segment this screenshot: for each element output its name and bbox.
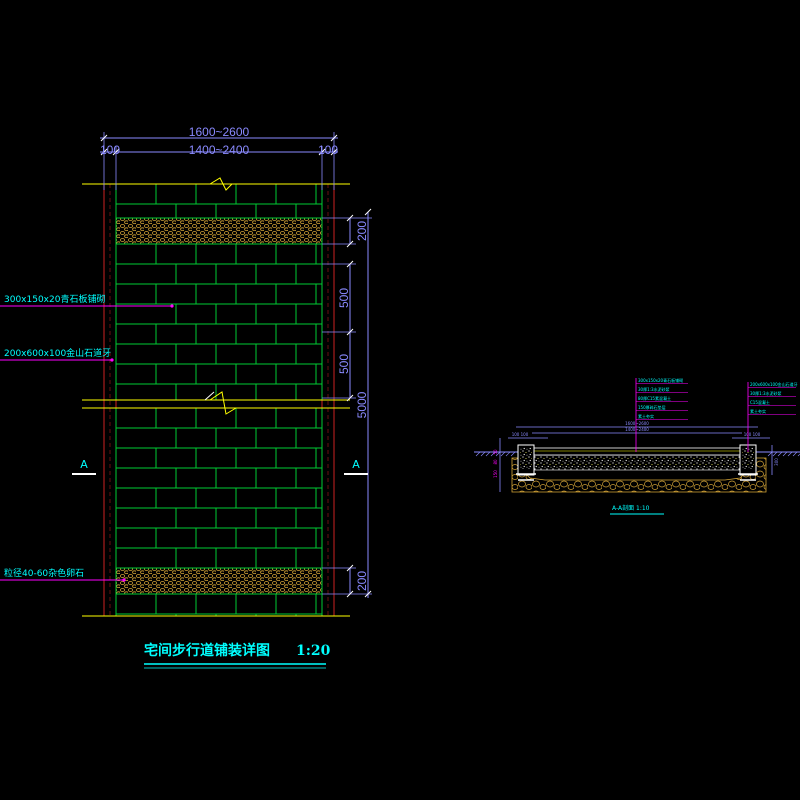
dim-band-bottom: 200: [355, 571, 369, 591]
label-curb: 200x600x100金山石道牙: [4, 347, 111, 359]
layer-label: 150厚碎石垫层: [638, 404, 666, 410]
dim-right-curb: 100: [318, 143, 338, 157]
plan-title: 宅间步行道铺装详图: [144, 642, 270, 659]
dim-brick-1: 500: [337, 288, 351, 308]
section-dim-inner: 1400~2400: [625, 427, 649, 432]
brick-field-bottom: [115, 593, 323, 617]
dim-band-top: 200: [355, 221, 369, 241]
section-left-dim: 80: [493, 459, 498, 465]
paving-plan: 1600~2600 100 1400~2400 100 200 500 500 …: [0, 125, 372, 669]
plan-scale: 1:20: [296, 643, 331, 659]
layer-label: 素土夯实: [750, 408, 766, 414]
label-cobble: 粒径40-60杂色卵石: [4, 567, 84, 579]
dim-overall: 1600~2600: [189, 125, 250, 139]
layer-label: 300x150x20青石板铺砌: [638, 377, 683, 383]
layer-label: 素土夯实: [638, 413, 654, 419]
dim-total: 5000: [355, 391, 369, 418]
section-dim-width: 1600~2600: [625, 421, 649, 426]
layer-label: 30厚1:3水泥砂浆: [638, 386, 670, 392]
layer-label: 80厚C15素混凝土: [638, 395, 671, 401]
dim-brick-2: 500: [337, 354, 351, 374]
dim-left-curb: 100: [100, 143, 120, 157]
section-title: A-A剖面 1:10: [612, 504, 650, 512]
label-slab: 300x150x20青石板铺砌: [4, 293, 105, 305]
dim-middle: 1400~2400: [189, 143, 250, 157]
section-dim-left-pair: 100 100: [512, 432, 529, 437]
section-right-dim: 300: [774, 458, 779, 466]
cobble-band-top: [115, 217, 323, 245]
brick-field-lower: [115, 407, 323, 569]
section-left-dim: 150: [493, 470, 498, 478]
section-mark-left: A: [80, 458, 88, 471]
slab-layer: [533, 447, 741, 456]
section-a-a: 1600~2600 1400~2400 100 100 100 100 50 80…: [474, 377, 800, 515]
brick-field-top: [115, 183, 323, 219]
gravel-layer: [533, 454, 741, 471]
section-mark-right: A: [352, 458, 360, 471]
cobble-band-bottom: [115, 567, 323, 595]
layer-label: 200x600x100金山石道牙: [750, 381, 798, 387]
brick-field-upper: [115, 243, 323, 401]
section-dim-right-pair: 100 100: [744, 432, 761, 437]
layer-label: 30厚1:3水泥砂浆: [750, 390, 782, 396]
layer-label: C15混凝土: [750, 399, 770, 405]
section-left-dim: 50: [493, 449, 498, 455]
